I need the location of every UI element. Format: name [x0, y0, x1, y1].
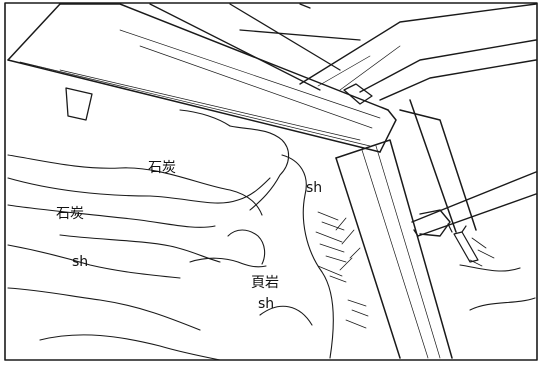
roof-beam-main: [7, 3, 397, 153]
label-shale-abbrev: sh: [258, 296, 274, 312]
label-shale-kanji: 頁岩: [251, 275, 279, 291]
roof-beam-right: [299, 3, 537, 101]
strata-lines: [7, 109, 536, 361]
label-coal-left: 石炭: [56, 206, 84, 222]
label-coal-upper: 石炭: [148, 160, 176, 176]
splintered-timber: [447, 223, 479, 263]
post-right: [335, 99, 477, 359]
cross-brace: [411, 171, 537, 237]
wedge-block: [65, 83, 373, 121]
hatched-rock: [315, 211, 495, 329]
label-sh-left: sh: [72, 254, 88, 270]
label-sh-right: sh: [306, 180, 322, 196]
drawing-frame: [4, 2, 538, 361]
roof-beam-upper: [149, 3, 361, 91]
